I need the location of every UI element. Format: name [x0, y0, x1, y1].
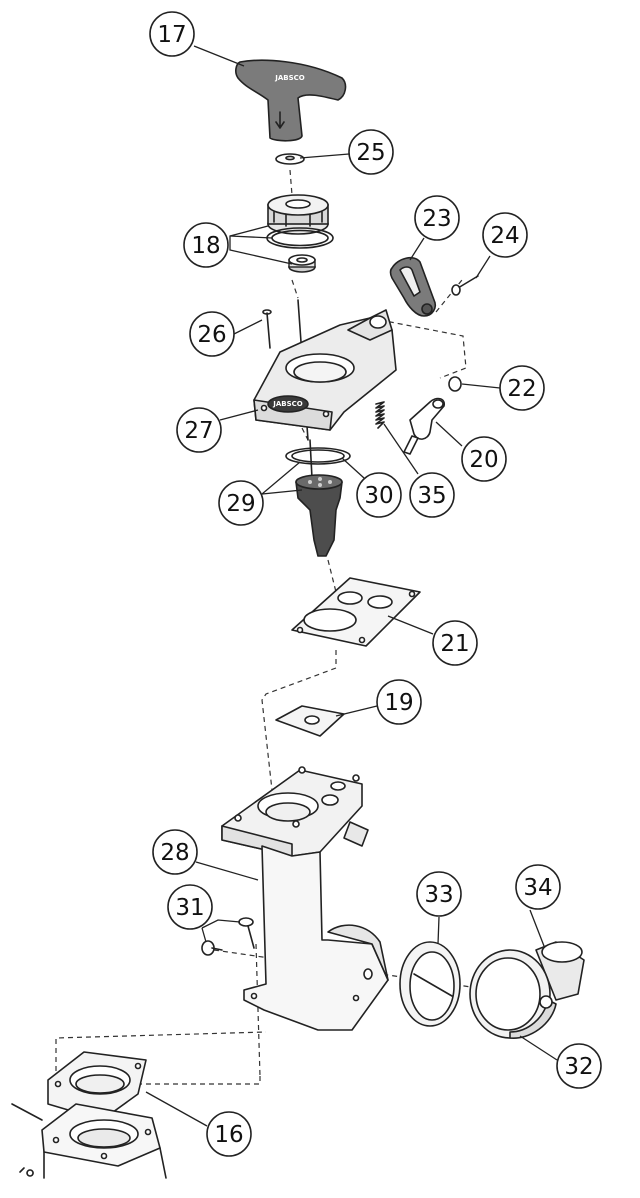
- circlip-part: [448, 376, 462, 392]
- callout-circle: [556, 1043, 602, 1089]
- callout-circle: [376, 679, 422, 725]
- callout-circle: [189, 311, 235, 357]
- callout-22: 22: [499, 365, 545, 411]
- body-screws-part: [201, 917, 255, 956]
- callout-number: 17: [157, 22, 186, 48]
- callout-circle: [176, 407, 222, 453]
- callout-27: 27: [176, 407, 222, 453]
- callout-number: 22: [507, 376, 536, 402]
- callout-31: 31: [167, 884, 213, 930]
- handle-logo: JABSCO: [274, 74, 305, 82]
- plate-logo: JABSCO: [272, 400, 303, 408]
- callout-number: 20: [469, 447, 498, 473]
- callout-circle: [482, 212, 528, 258]
- callout-29: 29: [218, 480, 264, 526]
- callout-number: 29: [226, 491, 255, 517]
- callout-circle: [218, 480, 264, 526]
- callout-28: 28: [152, 829, 198, 875]
- callout-number: 23: [422, 206, 451, 232]
- callout-25: 25: [348, 129, 394, 175]
- callout-26: 26: [189, 311, 235, 357]
- callout-number: 33: [424, 882, 453, 908]
- callout-16: 16: [206, 1111, 252, 1157]
- callout-32: 32: [556, 1043, 602, 1089]
- valve-ring-part: [399, 941, 461, 1027]
- catch-part: [403, 397, 446, 455]
- elbow-part: [469, 941, 585, 1039]
- callout-33: 33: [416, 871, 462, 917]
- pin-part: [262, 309, 272, 349]
- pump-body-part: [221, 766, 389, 1031]
- callout-circle: [356, 472, 402, 518]
- callout-circle: [149, 11, 195, 57]
- flap-valve-part: [275, 705, 345, 737]
- callout-35: 35: [409, 472, 455, 518]
- callout-19: 19: [376, 679, 422, 725]
- callout-23: 23: [414, 195, 460, 241]
- callout-17: 17: [149, 11, 195, 57]
- callout-number: 26: [197, 322, 226, 348]
- callout-circle: [167, 884, 213, 930]
- callout-circle: [461, 436, 507, 482]
- callout-number: 24: [490, 223, 519, 249]
- callout-number: 21: [440, 631, 469, 657]
- pump-top-part: JABSCO: [253, 299, 397, 441]
- callout-number: 16: [214, 1122, 243, 1148]
- callout-20: 20: [461, 436, 507, 482]
- piston-part: [285, 439, 351, 557]
- callout-18: 18: [183, 222, 229, 268]
- leader-lines: [145, 45, 558, 1127]
- callout-24: 24: [482, 212, 528, 258]
- callout-circle: [348, 129, 394, 175]
- callout-number: 25: [356, 140, 385, 166]
- callout-labels: 17 25 23 24 18 26 22 27 20 29 30 35 21 19 28 33 34 31 32 16: [149, 11, 602, 1157]
- callout-circle: [432, 620, 478, 666]
- callout-circle: [499, 365, 545, 411]
- gasket-part: [291, 577, 421, 647]
- callout-circle: [416, 871, 462, 917]
- callout-number: 35: [417, 483, 446, 509]
- callout-circle: [152, 829, 198, 875]
- callout-circle: [515, 864, 561, 910]
- callout-number: 32: [564, 1054, 593, 1080]
- callout-30: 30: [356, 472, 402, 518]
- callout-circle: [206, 1111, 252, 1157]
- t-handle-part: JABSCO: [235, 59, 347, 142]
- base-part: [11, 1051, 167, 1179]
- callout-number: 18: [191, 233, 220, 259]
- screw-part: [451, 275, 479, 296]
- callout-number: 34: [523, 875, 552, 901]
- callout-34: 34: [515, 864, 561, 910]
- callout-number: 30: [364, 483, 393, 509]
- callout-number: 31: [175, 895, 204, 921]
- callout-circle: [183, 222, 229, 268]
- callout-number: 28: [160, 840, 189, 866]
- callout-number: 27: [184, 418, 213, 444]
- callout-number: 19: [384, 690, 413, 716]
- callout-21: 21: [432, 620, 478, 666]
- spring-part: [375, 401, 385, 429]
- callout-circle: [414, 195, 460, 241]
- washer-part: [275, 153, 305, 165]
- pump-cap-part: [266, 194, 334, 273]
- callout-circle: [409, 472, 455, 518]
- lever-part: [389, 256, 437, 317]
